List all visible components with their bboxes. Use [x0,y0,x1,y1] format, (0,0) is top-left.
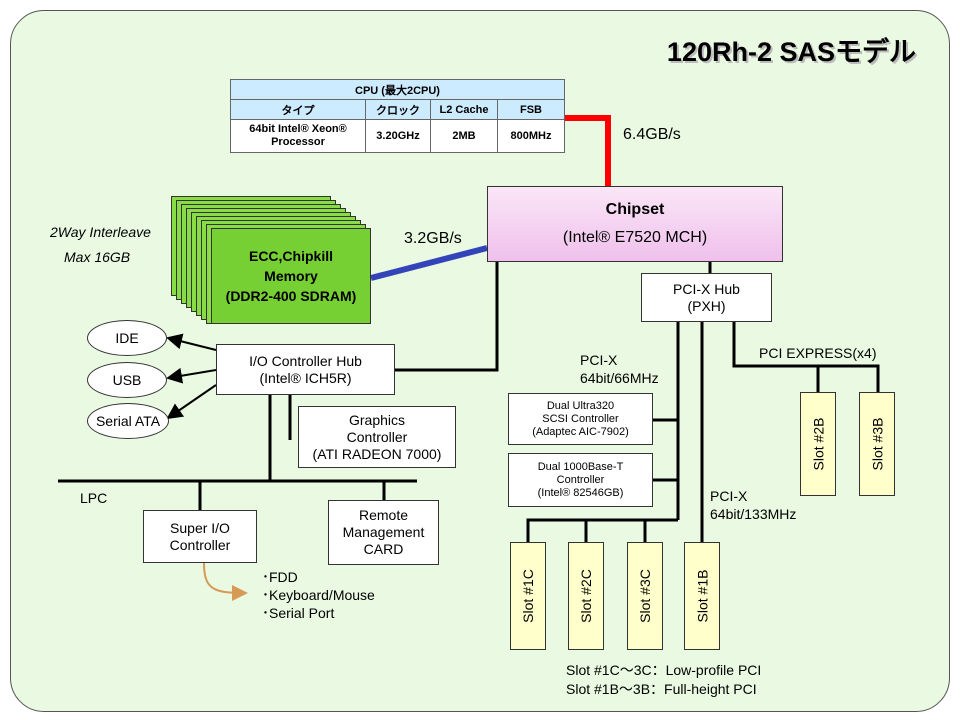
cell-fsb: 800MHz [497,119,565,153]
slot-3c: Slot #3C [627,542,663,650]
chipset-model: (Intel® E7520 MCH) [562,229,708,246]
scsi-line2: SCSI Controller [542,412,619,425]
pcix133-label-2: 64bit/133MHz [710,506,797,522]
pxh-block: PCI-X Hub (PXH) [641,273,772,322]
slot-3c-label: Slot #3C [637,569,654,623]
cpu-spec-table: CPU (最大2CPU) タイプ クロック L2 Cache FSB 64bit… [230,79,565,153]
ich-block: I/O Controller Hub (Intel® ICH5R) [216,344,395,395]
graphics-block: Graphics Controller (ATI RADEON 7000) [298,406,456,468]
superio-item-serial: ･Serial Port [262,605,335,621]
cpu-table-header: CPU (最大2CPU) [230,79,565,100]
remote-line1: Remote [358,507,409,523]
superio-line1: Super I/O [170,519,230,536]
cell-clock: 3.20GHz [365,119,431,153]
pcix66-slot-bus [526,518,678,542]
cell-type: 64bit Intel® Xeon® Processor [230,119,366,153]
pcix66-label-2: 64bit/66MHz [580,370,659,386]
chipset-block: Chipset (Intel® E7520 MCH) [487,186,783,262]
graphics-line1: Graphics [348,411,406,428]
scsi-line1: Dual Ultra320 [546,399,615,412]
superio-item-fdd: ･FDD [262,569,298,585]
pcix133-label-1: PCI-X [710,488,748,504]
ich-sata-arrow [166,384,217,420]
memory-bus-label: 3.2GB/s [404,230,462,247]
remote-line3: CARD [363,541,404,557]
memory-max-note: Max 16GB [64,249,131,265]
pxh-line1: PCI-X Hub [673,280,740,297]
ich-line1: I/O Controller Hub [249,352,362,369]
slot-3b: Slot #3B [859,392,895,496]
slot-2c: Slot #2C [568,542,604,650]
slot-1c-label: Slot #1C [520,569,537,623]
pcix66-label-1: PCI-X [580,352,618,368]
slot-2b: Slot #2B [800,392,836,496]
superio-item-keyboard: ･Keyboard/Mouse [262,587,375,603]
ide-port: IDE [87,320,167,356]
slot-3b-label: Slot #3B [869,417,885,471]
slot-1b: Slot #1B [684,542,720,650]
chipset-ich-link [395,262,499,372]
memory-line3: (DDR2-400 SDRAM) [225,288,357,304]
sata-port: Serial ATA [87,403,169,439]
slot-1c: Slot #1C [510,542,546,650]
memory-line2: Memory [264,268,318,284]
footnote-full-height: Slot #1B～3B：Full-height PCI [566,681,757,697]
col-type: タイプ [230,99,366,120]
slot-1b-label: Slot #1B [694,569,710,623]
slot-2c-label: Slot #2C [578,569,595,623]
nic-line3: (Intel® 82546GB) [537,486,624,499]
ich-line2: (Intel® ICH5R) [259,369,352,386]
memory-block: ECC,Chipkill Memory (DDR2-400 SDRAM) [211,228,371,324]
pcie-label: PCI EXPRESS(x4) [759,345,877,361]
remote-line2: Management [342,524,425,540]
slot-2b-label: Slot #2B [810,417,826,471]
graphics-line2: Controller [346,428,408,445]
lpc-label: LPC [80,490,108,506]
page-title: 120Rh-2 SASモデル [666,37,916,67]
footnote-low-profile: Slot #1C～3C：Low-profile PCI [566,662,762,678]
ich-usb-arrow [166,367,217,384]
nic-controller-block: Dual 1000Base-T Controller (Intel® 82546… [508,453,653,507]
pxh-line2: (PXH) [687,297,726,314]
ich-ide-arrow [166,333,217,351]
cpu-chipset-link [563,115,611,186]
scsi-controller-block: Dual Ultra320 SCSI Controller (Adaptec A… [508,393,653,445]
superio-block: Super I/O Controller [143,510,257,563]
memory-line1: ECC,Chipkill [248,248,333,264]
scsi-line3: (Adaptec AIC-7902) [532,425,629,438]
pcie-bus [732,322,880,392]
superio-arrow [203,562,248,601]
graphics-line3: (ATI RADEON 7000) [312,445,442,462]
remote-mgmt-block: Remote Management CARD [328,500,439,565]
usb-port: USB [87,362,167,398]
memory-interleave-note: 2Way Interleave [50,224,151,240]
superio-line2: Controller [169,536,231,553]
col-l2: L2 Cache [430,99,498,120]
nic-line2: Controller [556,473,605,486]
cpu-bus-label: 6.4GB/s [623,126,681,143]
col-fsb: FSB [497,99,565,120]
chipset-title: Chipset [605,201,665,218]
col-clock: クロック [365,99,431,120]
nic-line1: Dual 1000Base-T [537,460,624,473]
cell-l2: 2MB [430,119,498,153]
memory-chipset-link [370,245,488,281]
